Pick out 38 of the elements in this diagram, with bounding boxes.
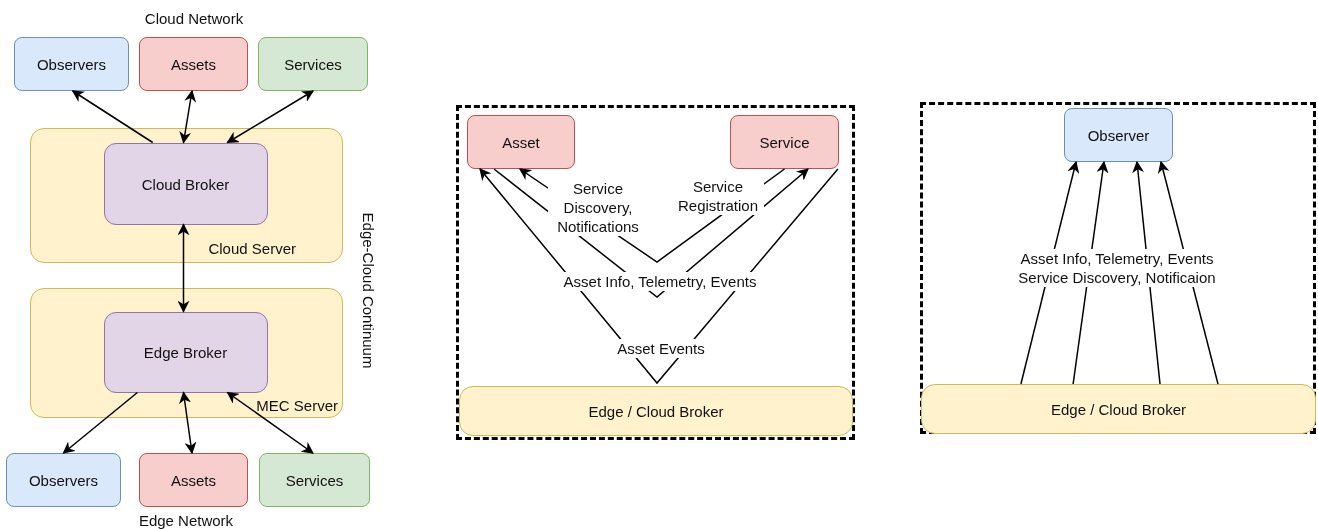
server-panel	[30, 128, 343, 263]
node-label: Services	[284, 471, 345, 489]
arrow	[62, 391, 139, 454]
node-label: Observers	[35, 55, 108, 73]
arrow	[179, 89, 197, 144]
node-label: Services	[283, 55, 343, 73]
rounded-box	[14, 37, 129, 91]
broker-bar	[921, 384, 1316, 434]
rounded-box	[730, 115, 839, 169]
broker-box	[103, 142, 268, 225]
arrow	[226, 391, 314, 454]
rounded-box	[139, 37, 248, 91]
node-label: Service	[758, 133, 811, 151]
vertical-label: Edge-Cloud Continuum	[358, 211, 378, 370]
arrow	[177, 223, 190, 313]
node-label: Assets	[170, 471, 217, 489]
rounded-box	[258, 37, 368, 91]
arrow	[226, 90, 315, 144]
rounded-box	[1064, 108, 1173, 162]
node-label: Edge Broker	[142, 343, 229, 361]
node-label: Cloud Broker	[140, 175, 231, 192]
node-label: Asset	[501, 133, 541, 151]
dashed-frame	[456, 105, 855, 440]
rounded-box	[139, 453, 248, 507]
rounded-box	[467, 115, 575, 169]
node-label: Observers	[27, 471, 100, 489]
node-label: Observer	[1086, 126, 1151, 144]
arrow	[179, 391, 197, 455]
node-label: MEC Server	[256, 397, 338, 414]
node-label: Edge / Cloud Broker	[587, 402, 725, 420]
broker-box	[103, 311, 268, 393]
node-label: Cloud Server	[208, 240, 296, 257]
rounded-box	[259, 453, 370, 507]
node-label: Edge / Cloud Broker	[1049, 400, 1188, 418]
rounded-box	[6, 453, 121, 507]
broker-bar	[459, 386, 853, 436]
node-label: Assets	[170, 55, 217, 73]
server-panel	[30, 288, 343, 418]
